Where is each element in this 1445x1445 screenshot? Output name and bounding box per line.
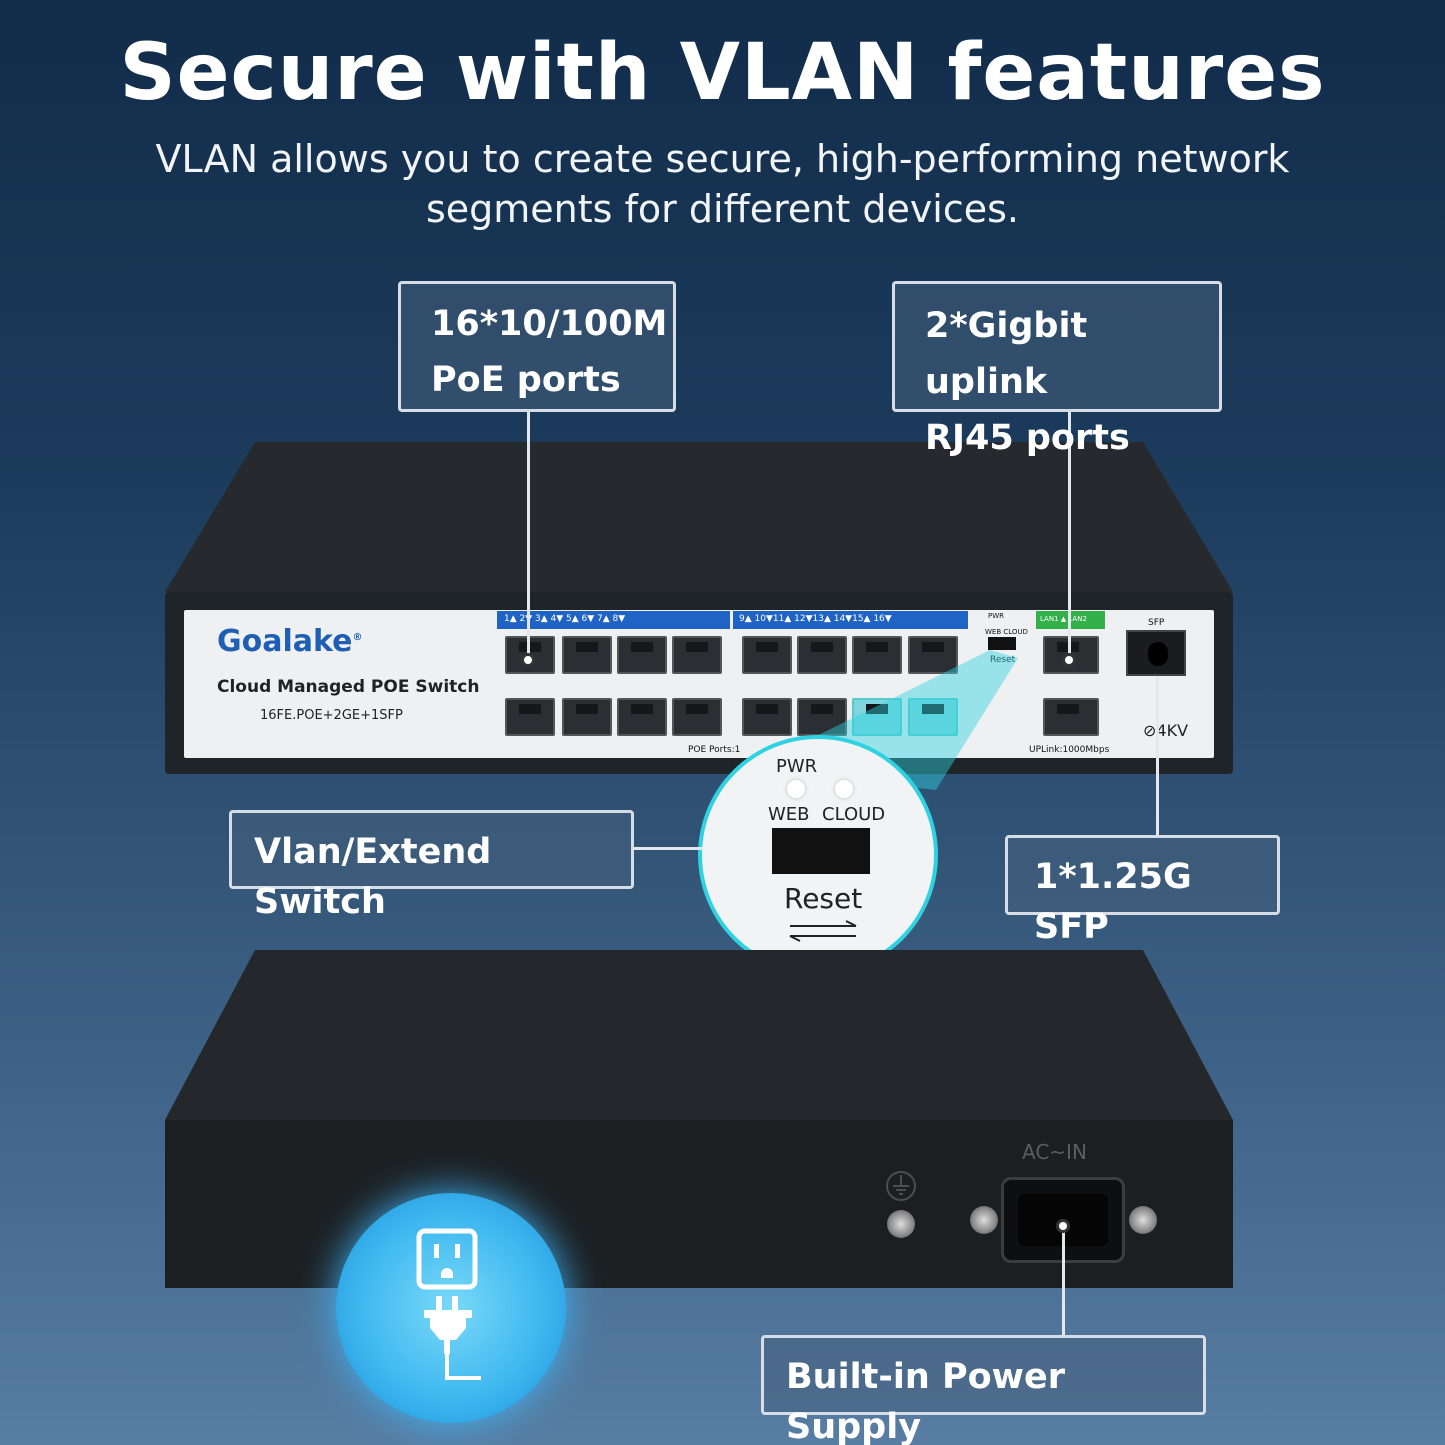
brand-logo: Goalake® [217,624,363,659]
callout-vlan-switch: Vlan/Extend Switch [229,810,634,922]
zoom-cloud-label: CLOUD [822,804,886,825]
vlan-extend-switch[interactable] [772,828,870,874]
lan-label: LAN1 ▲ LAN2 [1040,615,1087,623]
zoom-web-label: WEB [768,804,810,825]
plug-icon [424,1296,481,1380]
poe-port[interactable] [562,636,612,674]
uplink-text: UPLink:1000Mbps [1029,745,1110,755]
subheadline: VLAN allows you to create secure, high-p… [155,137,1290,231]
poe-port[interactable] [797,636,847,674]
socket-screw-left [970,1206,998,1234]
vlan-callout-line [632,847,702,850]
callout-sfp: 1*1.25G SFP [1005,835,1280,947]
poe-port[interactable] [908,698,958,736]
poe-port[interactable] [672,698,722,736]
sfp-port[interactable] [1126,630,1186,676]
uplink-port-2[interactable] [1043,698,1099,736]
poe-port[interactable] [908,636,958,674]
sfp-callout-line [1156,676,1159,836]
cloud-led [835,780,853,798]
power-callout-line [1062,1226,1065,1338]
zoom-pwr-label: PWR [776,756,818,777]
poe-callout-line [527,410,530,660]
outlet-icon [416,1228,478,1290]
uplink-callout-dot [1062,653,1076,667]
rear-top-surface [165,950,1233,1120]
web-cloud-small: WEB CLOUD [985,628,1028,636]
poe-port[interactable] [505,698,555,736]
ground-screw [887,1210,915,1238]
poe-callout-dot [521,653,535,667]
pwr-label-small: PWR [988,612,1005,620]
poe-port[interactable] [672,636,722,674]
vlan-switch-small[interactable] [988,637,1016,650]
model-spec: 16FE.POE+2GE+1SFP [260,708,403,723]
poe-port[interactable] [617,698,667,736]
ac-in-label: AC~IN [1022,1140,1087,1164]
poe-port[interactable] [742,698,792,736]
poe-port[interactable] [852,636,902,674]
model-title: Cloud Managed POE Switch [217,677,480,697]
uplink-callout-line [1068,410,1071,660]
port-label-strip-2 [733,611,968,629]
poe-ports-text: POE Ports:1 [688,745,741,755]
poe-port[interactable] [852,698,902,736]
ground-icon [886,1171,916,1201]
reset-small: Reset [990,655,1015,665]
port-labels-1: 1▲ 2▼ 3▲ 4▼ 5▲ 6▼ 7▲ 8▼ [504,614,626,624]
port-label-strip-1 [497,611,730,629]
surge-rating: ⊘4KV [1143,721,1189,740]
poe-port[interactable] [562,698,612,736]
callout-power-supply: Built-in Power Supply [761,1335,1206,1445]
poe-port[interactable] [617,636,667,674]
switch-top-surface [165,442,1233,592]
zoom-reset-label: Reset [784,882,863,915]
web-led [787,780,805,798]
port-labels-2: 9▲ 10▼11▲ 12▼13▲ 14▼15▲ 16▼ [739,614,892,624]
sfp-label: SFP [1148,618,1165,628]
power-callout-dot [1056,1219,1070,1233]
headline: Secure with VLAN features [119,28,1326,118]
poe-port[interactable] [742,636,792,674]
reset-arrows-icon [789,920,857,942]
socket-screw-right [1129,1206,1157,1234]
